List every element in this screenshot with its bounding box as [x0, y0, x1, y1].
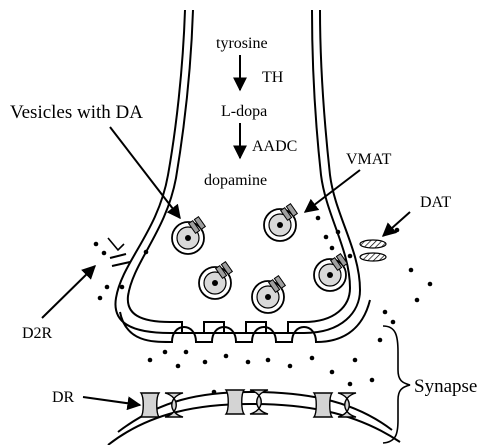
dopamine-dot [265, 294, 271, 300]
vesicles-label: Vesicles with DA [10, 102, 143, 123]
d2r-pointer-arrow [42, 266, 95, 318]
vmat-label: VMAT [346, 151, 392, 168]
dopamine-molecule [378, 338, 383, 343]
dopamine-molecule [348, 382, 353, 387]
dopamine-molecule [120, 285, 125, 290]
dopamine-molecule [330, 246, 335, 251]
vesicle [314, 254, 347, 291]
dopamine-molecule [105, 285, 110, 290]
dopamine-molecule [428, 282, 433, 287]
vesicle [264, 204, 297, 241]
vesicles-pointer-arrow [110, 127, 180, 218]
dopamine-molecule [212, 390, 217, 395]
dopamine-molecule [144, 250, 149, 255]
dopamine-molecule [370, 378, 375, 383]
dr-pointer-arrow [83, 397, 140, 405]
dopamine-molecule [176, 364, 181, 369]
dopamine-molecule [246, 360, 251, 365]
synapse-label: Synapse [414, 376, 477, 397]
dr-receptor [141, 393, 183, 417]
th-label: TH [262, 69, 284, 86]
ldopa-label: L-dopa [221, 103, 267, 120]
vmat-pointer-arrow [305, 170, 360, 212]
dopamine-molecule [163, 350, 168, 355]
dopamine-molecule [288, 364, 293, 369]
dopamine-molecule [348, 254, 353, 259]
d2r-receptor [108, 238, 130, 266]
dopamine-molecule [336, 230, 341, 235]
dopamine-molecule [324, 235, 329, 240]
dopamine-molecule [409, 268, 414, 273]
dopamine-molecule [391, 320, 396, 325]
dopamine-molecule [330, 370, 335, 375]
dopamine-dot [327, 272, 333, 278]
dr-label: DR [52, 389, 75, 406]
dopamine-dot [185, 235, 191, 241]
dopamine-molecule [98, 296, 103, 301]
dopamine-molecule [102, 251, 107, 256]
vesicle [252, 276, 285, 313]
dopamine-molecule [203, 360, 208, 365]
dopamine-molecule [415, 298, 420, 303]
dopamine-label: dopamine [204, 172, 267, 189]
aadc-label: AADC [252, 138, 297, 155]
dopamine-molecule [224, 354, 229, 359]
d2r-label: D2R [22, 325, 53, 342]
dat-transporter [360, 240, 386, 261]
dopamine-dot [277, 222, 283, 228]
dopamine-molecule [383, 310, 388, 315]
dr-receptor [226, 390, 268, 414]
dopamine-molecule [94, 242, 99, 247]
vesicle [199, 262, 232, 299]
dopamine-molecule [184, 350, 189, 355]
vesicle [172, 217, 205, 254]
dopamine-molecule [310, 356, 315, 361]
dopamine-dot [212, 280, 218, 286]
dopamine-molecule [316, 216, 321, 221]
vesicle-group [172, 204, 347, 313]
tyrosine-label: tyrosine [216, 35, 268, 52]
dopamine-molecule [395, 228, 400, 233]
dat-label: DAT [420, 194, 451, 211]
dopamine-molecule [353, 358, 358, 363]
dopamine-molecule [148, 358, 153, 363]
dat-pointer-arrow [383, 212, 410, 236]
dopamine-molecule [266, 358, 271, 363]
